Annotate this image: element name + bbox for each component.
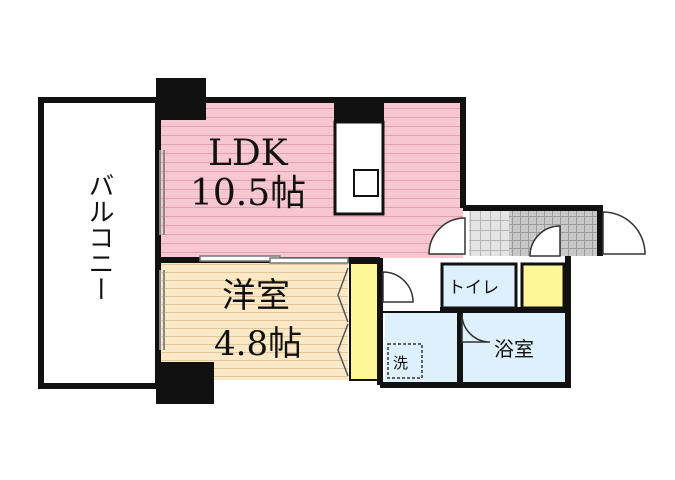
ldk-name: LDK <box>208 133 289 174</box>
balcony <box>38 97 161 389</box>
column-bottom-left <box>156 362 214 404</box>
toilet-floor <box>440 262 518 310</box>
closet <box>349 262 379 381</box>
ldk-size: 10.5帖 <box>190 173 306 214</box>
kitchen-counter <box>333 120 385 216</box>
storage <box>520 262 566 310</box>
column-top-center <box>334 97 384 123</box>
washer-spot <box>387 343 423 379</box>
western-room-floor <box>158 263 348 380</box>
western-room-name: 洋室 <box>222 276 290 316</box>
sliding-door <box>199 255 349 264</box>
bath-floor <box>462 312 568 382</box>
bath-label: 浴室 <box>494 337 534 361</box>
closet-doors <box>337 267 349 377</box>
column-top-left <box>156 78 206 120</box>
balcony-label: バルコニー <box>84 172 114 302</box>
western-room-size: 4.8帖 <box>214 324 302 364</box>
windows <box>159 150 165 350</box>
ldk-floor <box>158 100 463 258</box>
toilet-label: トイレ <box>448 278 499 298</box>
washer-label: 洗 <box>393 354 408 372</box>
door-swings <box>382 211 646 343</box>
entrance-step <box>469 208 509 256</box>
